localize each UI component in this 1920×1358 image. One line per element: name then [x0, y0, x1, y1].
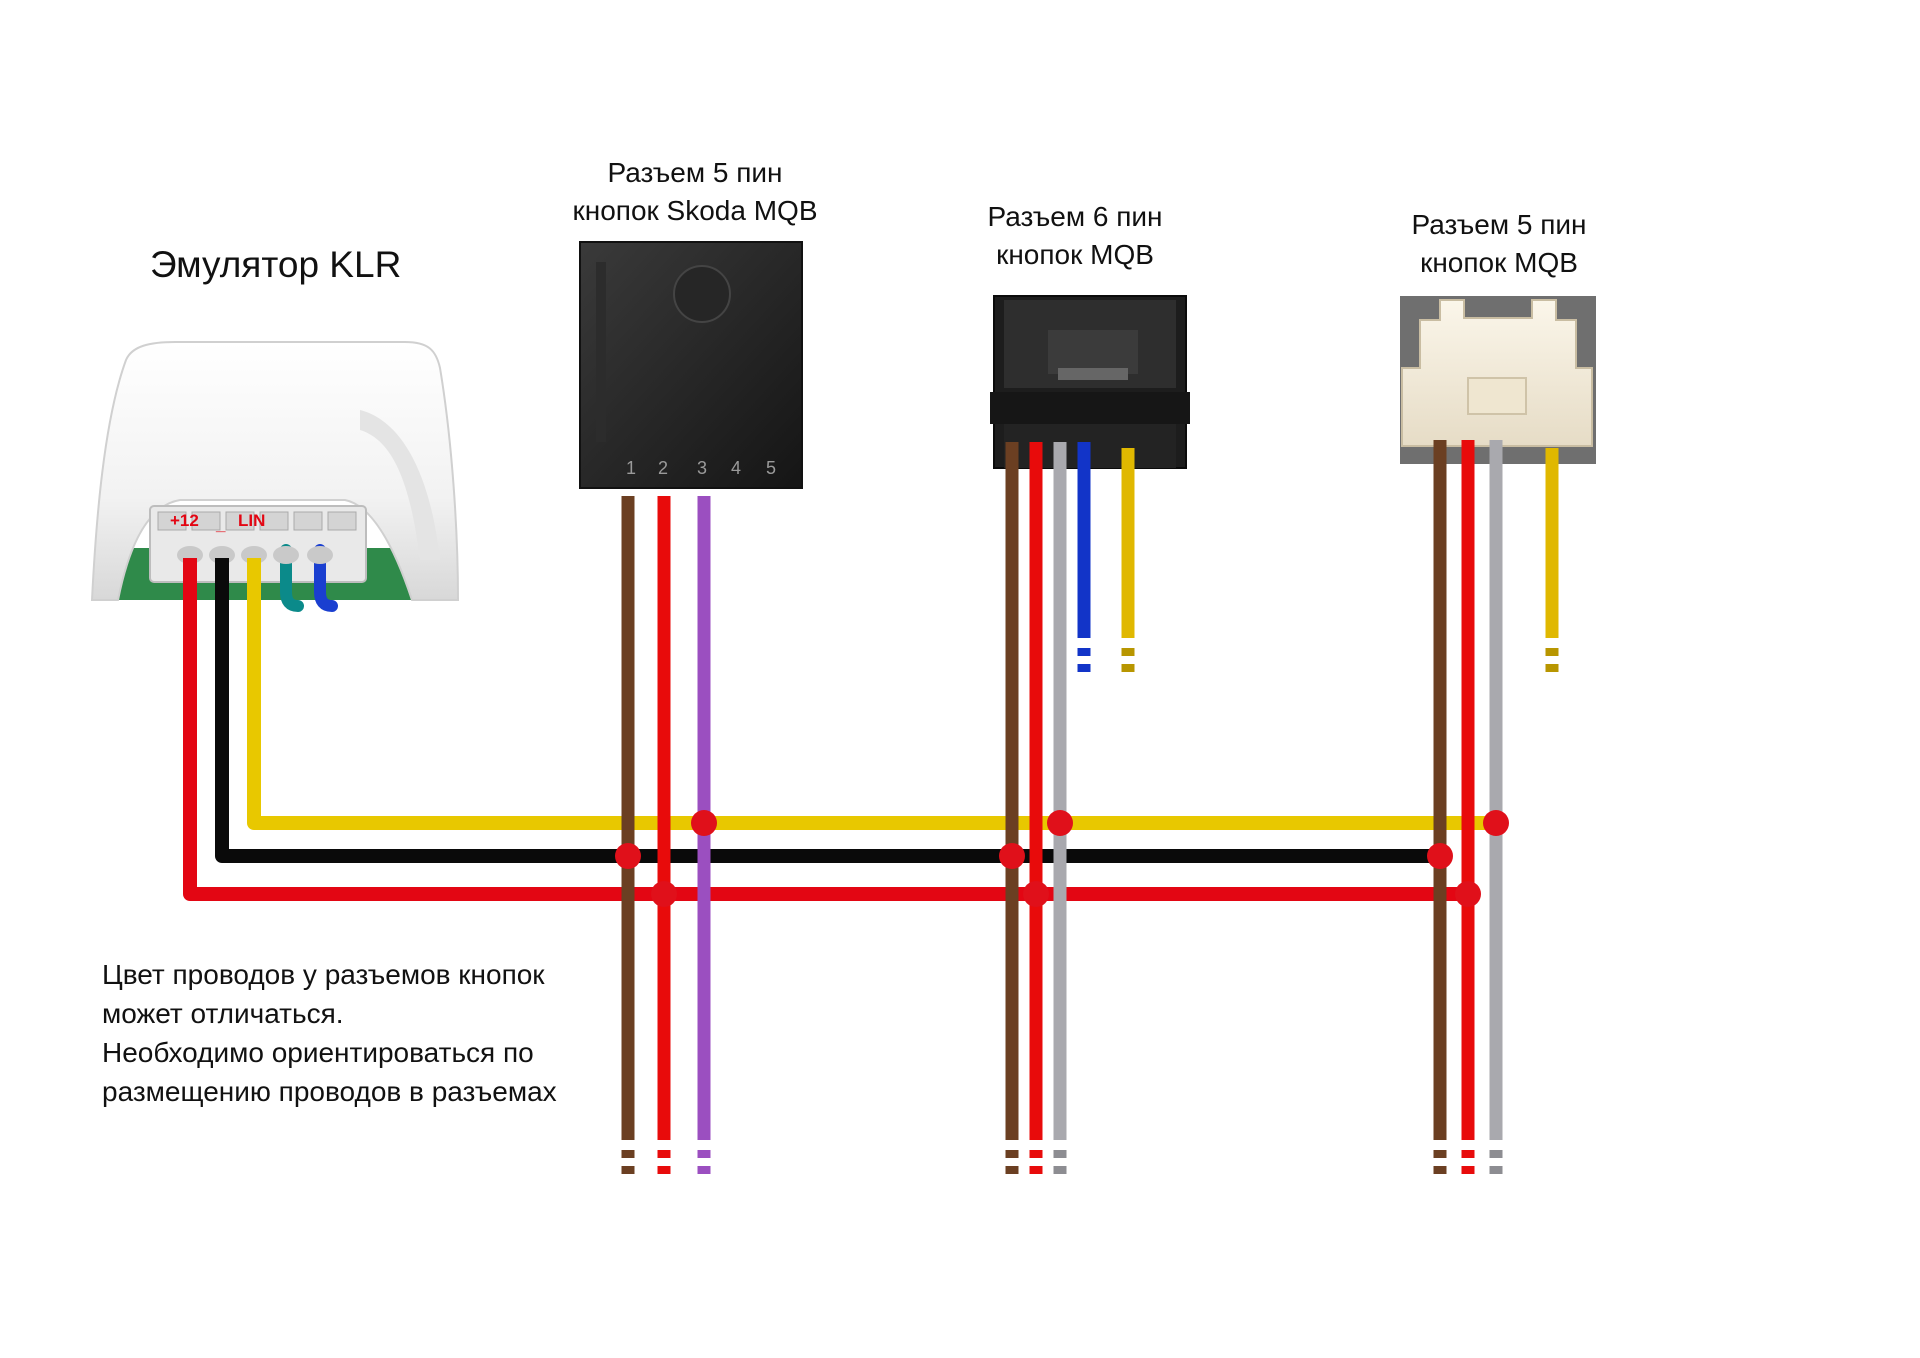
junction-c2-ground	[999, 843, 1025, 869]
junction-c2-plus12	[1023, 881, 1049, 907]
emulator-shadow	[360, 410, 440, 560]
note-line-3: Необходимо ориентироваться по	[102, 1037, 534, 1068]
note-line-4: размещению проводов в разъемах	[102, 1076, 557, 1107]
teal-wire-stub	[280, 544, 304, 612]
svg-text:2: 2	[658, 458, 668, 478]
svg-text:1: 1	[626, 458, 636, 478]
note-line-2: может отличаться.	[102, 998, 344, 1029]
connector-3-wires	[1433, 440, 1559, 1140]
klr-emulator-module: +12 _ LIN	[90, 341, 460, 612]
junction-dots	[615, 810, 1509, 907]
junction-c3-ground	[1427, 843, 1453, 869]
connector-3-title-line2: кнопок MQB	[1420, 247, 1578, 278]
connector-2-title-line2: кнопок MQB	[996, 239, 1154, 270]
wire-color-note: Цвет проводов у разъемов кнопок может от…	[102, 955, 622, 1111]
vw-logo-icon	[673, 265, 731, 323]
connector-2-title-line1: Разъем 6 пин	[987, 201, 1163, 232]
lin-wire-yellow	[247, 558, 1488, 830]
connector-3-title-line1: Разъем 5 пин	[1411, 209, 1587, 240]
connector-1-title: Разъем 5 пин кнопок Skoda MQB	[570, 154, 820, 230]
connector-1-title-line1: Разъем 5 пин	[607, 157, 783, 188]
pin-label-plus12: +12	[170, 511, 199, 530]
junction-c3-lin	[1483, 810, 1509, 836]
connector-3-body	[1401, 299, 1593, 447]
wire-end-marks	[621, 648, 1559, 1174]
note-line-1: Цвет проводов у разъемов кнопок	[102, 959, 545, 990]
connector-1-title-line2: кнопок Skoda MQB	[572, 195, 818, 226]
connector-2-wires	[1005, 442, 1135, 1140]
connector-2-title: Разъем 6 пин кнопок MQB	[960, 198, 1190, 274]
emulator-title: Эмулятор KLR	[150, 244, 402, 285]
connector-3-title: Разъем 5 пин кнопок MQB	[1384, 206, 1614, 282]
junction-c1-lin	[691, 810, 717, 836]
plus12-wire-red	[183, 558, 1460, 901]
connector-3-mqb-5pin	[1400, 296, 1596, 464]
pin-label-ground: _	[215, 515, 226, 534]
connector-1-pin-numbers: 1 2 3 4 5	[626, 458, 776, 478]
terminal-slots	[157, 511, 357, 531]
svg-text:4: 4	[731, 458, 741, 478]
emulator-housing	[90, 341, 460, 601]
junction-c1-plus12	[651, 881, 677, 907]
junction-c3-plus12	[1455, 881, 1481, 907]
svg-text:3: 3	[697, 458, 707, 478]
junction-c1-ground	[615, 843, 641, 869]
ground-wire-black	[215, 558, 1432, 863]
svg-text:5: 5	[766, 458, 776, 478]
connector-1-skoda-5pin: 1 2 3 4 5	[579, 241, 803, 489]
blue-wire-stub	[314, 544, 338, 612]
pin-label-lin: LIN	[238, 511, 265, 530]
bus-wires	[183, 558, 1488, 901]
junction-c2-lin	[1047, 810, 1073, 836]
